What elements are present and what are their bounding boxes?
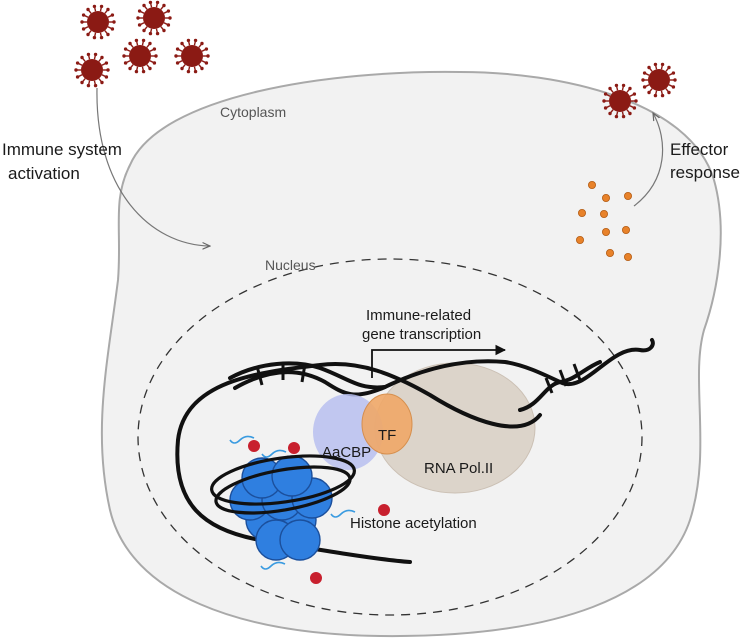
dna-base-pairs (255, 362, 582, 394)
effector-label: Effector (670, 140, 729, 159)
aacbp-label: AaCBP (322, 444, 371, 461)
virus-icon (602, 83, 638, 119)
acetyl-group-icon (248, 440, 260, 452)
cytokine-dot-icon (606, 248, 615, 257)
histone-acetylation-label: Histone acetylation (350, 515, 477, 532)
transcription-arrow-icon (371, 344, 507, 378)
cell-membrane (100, 70, 722, 638)
virus-cluster-left (74, 0, 210, 88)
transcription-label-2: gene transcription (362, 326, 481, 343)
nucleus-envelope (137, 258, 643, 616)
acetyl-group-icon (378, 504, 390, 516)
cytokine-dot-icon (588, 180, 597, 189)
histone-octamer-icon (229, 455, 333, 561)
rna-pol-label: RNA Pol.II (424, 460, 493, 477)
effector-label-2: response (670, 163, 740, 182)
effector-response-arrow (633, 113, 664, 207)
immune-activation-label-2: activation (8, 164, 80, 183)
virus-icon (641, 62, 677, 98)
virus-icon (74, 52, 110, 88)
virus-icon (80, 4, 116, 40)
cytokine-dots (576, 180, 633, 261)
virus-icon (122, 38, 158, 74)
acetyl-group-icon (310, 572, 322, 584)
acetyl-groups (229, 435, 390, 584)
nucleosome (210, 435, 390, 584)
cytokine-dot-icon (602, 227, 611, 236)
cytokine-dot-icon (576, 235, 585, 244)
virus-icon (174, 38, 210, 74)
cytokine-dot-icon (578, 208, 587, 217)
transcription-label: Immune-related (366, 307, 471, 324)
tf-label: TF (378, 427, 396, 444)
cytokine-dot-icon (600, 209, 609, 218)
virus-cluster-right (602, 62, 677, 119)
nucleus-label: Nucleus (265, 257, 316, 273)
tf-protein (361, 393, 413, 455)
cytokine-dot-icon (624, 252, 633, 261)
cytokine-dot-icon (622, 225, 631, 234)
immune-activation-arrow (96, 87, 210, 246)
cytokine-dot-icon (602, 193, 611, 202)
virus-icon (136, 0, 172, 36)
cytoplasm-label: Cytoplasm (220, 104, 286, 120)
immune-activation-label: Immune system (2, 140, 122, 159)
acetyl-group-icon (288, 442, 300, 454)
cytokine-dot-icon (624, 191, 633, 200)
